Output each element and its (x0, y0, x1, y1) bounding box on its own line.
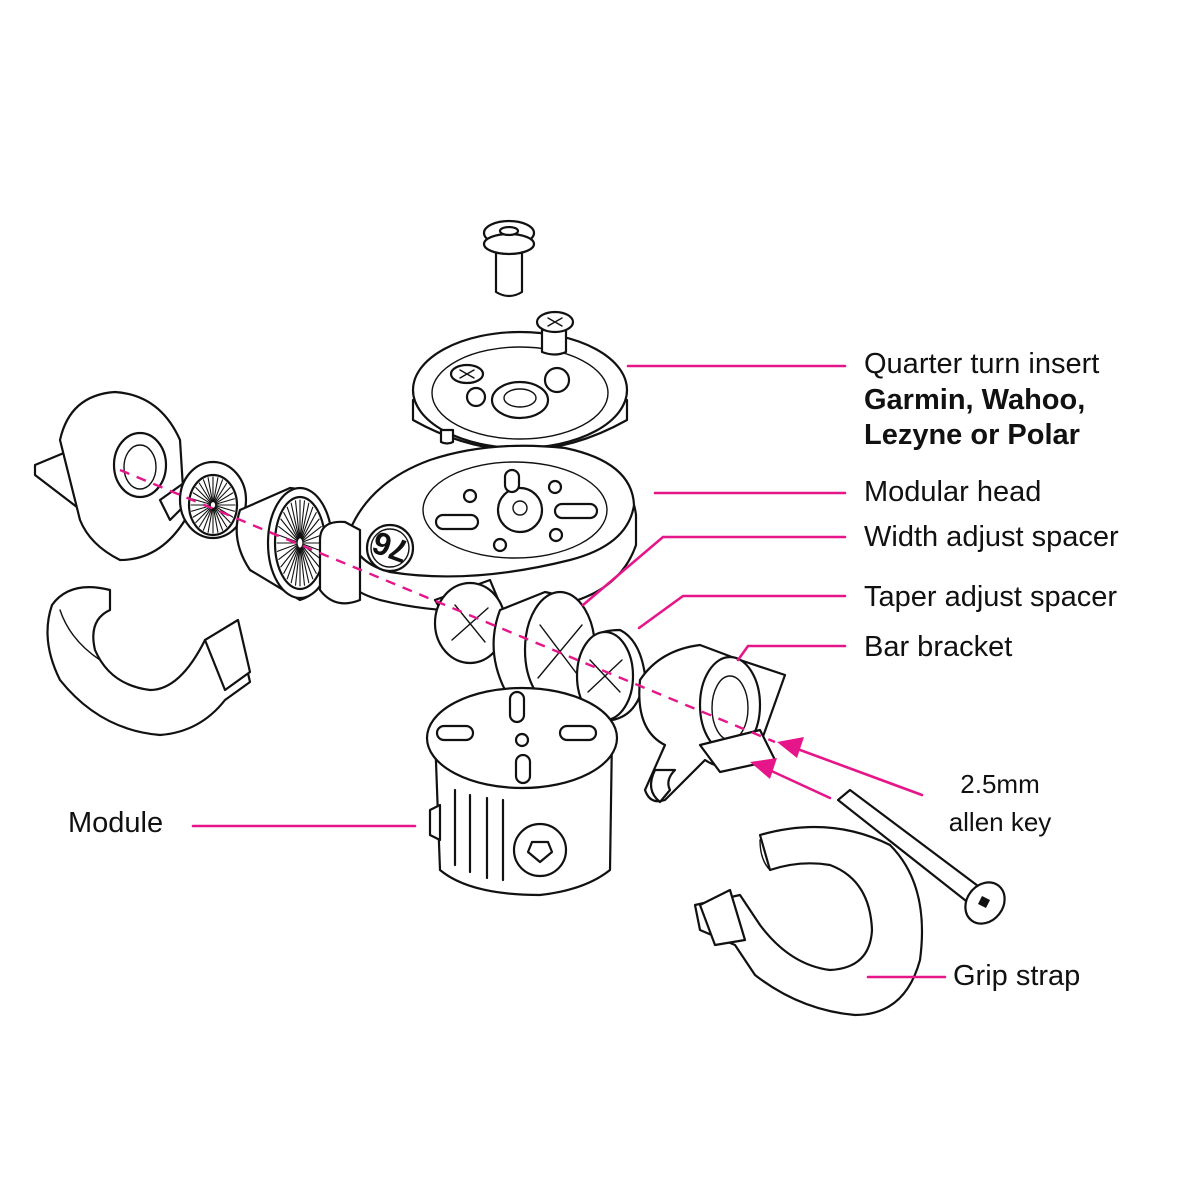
long-bolt (836, 788, 1006, 925)
top-bolt (482, 219, 536, 298)
label-width-adjust-spacer: Width adjust spacer (864, 521, 1119, 553)
allen-key-arrow-2 (763, 766, 832, 800)
bar-bracket-part (638, 643, 787, 804)
allen-key-arrowhead-2 (750, 758, 777, 779)
leader-taper-spacer (637, 594, 847, 630)
label-allen-key-line2: allen key (948, 807, 1052, 837)
allen-key-arrow-1 (790, 745, 924, 797)
allen-key-arrowhead-1 (777, 737, 804, 758)
modular-head-part: 76 (340, 444, 638, 613)
leader-bar-bracket (736, 644, 847, 662)
label-compatibility-line2: Lezyne or Polar (864, 419, 1080, 451)
label-bar-bracket: Bar bracket (864, 631, 1013, 663)
label-taper-adjust-spacer: Taper adjust spacer (864, 581, 1118, 613)
insert-screw-small (449, 363, 485, 385)
insert-screw (535, 310, 575, 356)
quarter-turn-insert-part (411, 310, 629, 452)
leader-width-spacer (581, 535, 847, 607)
left-ratchet-washer (178, 460, 248, 540)
grip-strap-part (693, 825, 924, 1017)
left-grip-strap (46, 586, 252, 737)
left-width-spacer (235, 486, 335, 602)
label-modular-head: Modular head (864, 476, 1042, 508)
label-compatibility-line1: Garmin, Wahoo, (864, 384, 1086, 416)
label-allen-key-line1: 2.5mm (960, 769, 1040, 799)
leader-lines (119, 364, 947, 979)
label-grip-strap: Grip strap (953, 960, 1081, 992)
label-quarter-turn-insert: Quarter turn insert (864, 348, 1100, 380)
label-module: Module (68, 807, 164, 839)
left-bar-bracket (33, 390, 202, 562)
module-part (425, 686, 619, 897)
